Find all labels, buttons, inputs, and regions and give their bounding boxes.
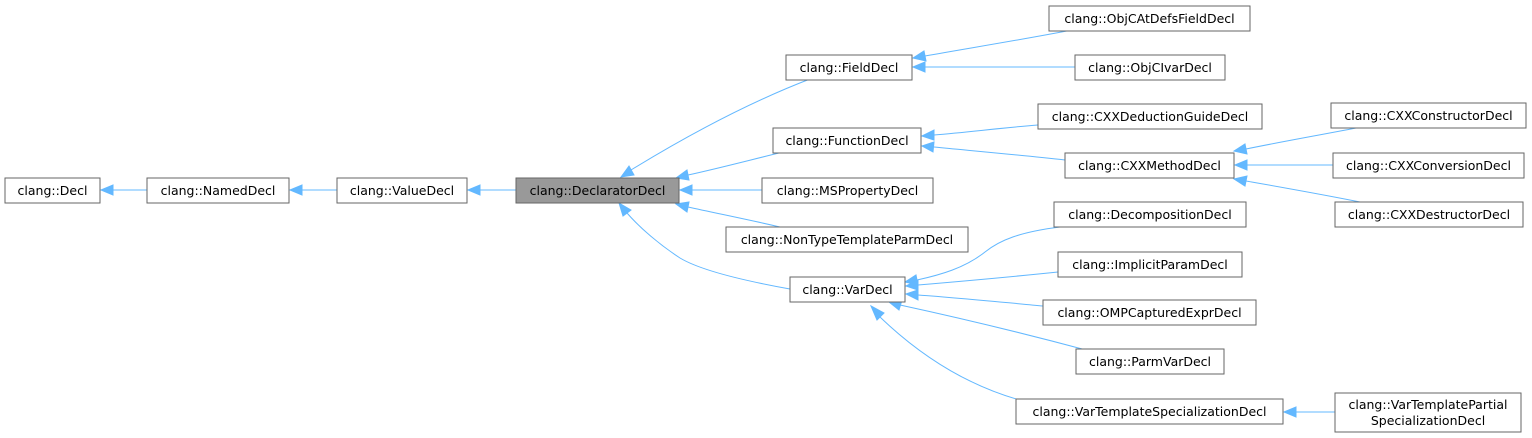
- edge-vartemplatespecializationdecl-vardecl: [879, 316, 1028, 403]
- node-mspropertydecl[interactable]: clang::MSPropertyDecl: [761, 177, 934, 204]
- node-vartemplatepartialspecializationdecl-label-line2: SpecializationDecl: [1371, 413, 1485, 428]
- edge-parmvardecl-vardecl: [899, 304, 1087, 351]
- node-cxxdeductionguidedecl[interactable]: clang::CXXDeductionGuideDecl: [1037, 103, 1263, 130]
- edge-functiondecl-declaratordecl: [687, 151, 784, 176]
- edge-nontypetemplateparmdecl-declaratordecl-arrow: [674, 201, 690, 213]
- node-vartemplatespecializationdecl-label: clang::VarTemplateSpecializationDecl: [1032, 404, 1266, 419]
- node-ompcapturedexprdecl[interactable]: clang::OMPCapturedExprDecl: [1042, 299, 1257, 326]
- node-implicitparamdecl-label: clang::ImplicitParamDecl: [1072, 257, 1228, 272]
- node-fielddecl[interactable]: clang::FieldDecl: [785, 54, 913, 81]
- node-decl-label: clang::Decl: [18, 183, 88, 198]
- node-objcivardecl[interactable]: clang::ObjCIvarDecl: [1074, 54, 1226, 81]
- node-functiondecl-label: clang::FunctionDecl: [785, 133, 908, 148]
- node-cxxmethoddecl-label: clang::CXXMethodDecl: [1078, 158, 1221, 173]
- edge-vartemplatespecializationdecl-vardecl-arrow: [869, 304, 885, 321]
- edge-vardecl-declaratordecl-arrow: [618, 201, 632, 217]
- node-vardecl-label: clang::VarDecl: [802, 282, 892, 297]
- edge-ompcapturedexprdecl-vardecl-arrow: [904, 289, 919, 301]
- node-declaratordecl[interactable]: clang::DeclaratorDecl: [515, 177, 680, 204]
- edge-implicitparamdecl-vardecl-arrow: [904, 279, 919, 291]
- edge-cxxconversiondecl-cxxmethoddecl-arrow: [1233, 159, 1248, 171]
- edge-cxxdeductionguidedecl-functiondecl-arrow: [920, 129, 935, 141]
- node-parmvardecl[interactable]: clang::ParmVarDecl: [1075, 348, 1225, 375]
- node-decl[interactable]: clang::Decl: [4, 177, 101, 204]
- node-cxxconversiondecl[interactable]: clang::CXXConversionDecl: [1332, 152, 1525, 179]
- edge-fielddecl-declaratordecl-arrow: [619, 165, 635, 178]
- node-nontypetemplateparmdecl[interactable]: clang::NonTypeTemplateParmDecl: [725, 226, 969, 253]
- edge-cxxconstructordecl-cxxmethoddecl-arrow: [1232, 143, 1248, 155]
- node-vartemplatespecializationdecl[interactable]: clang::VarTemplateSpecializationDecl: [1015, 398, 1284, 425]
- node-implicitparamdecl[interactable]: clang::ImplicitParamDecl: [1057, 251, 1243, 278]
- edge-cxxmethoddecl-functiondecl-arrow: [920, 141, 935, 153]
- node-vardecl[interactable]: clang::VarDecl: [789, 276, 906, 303]
- edge-nontypetemplateparmdecl-declaratordecl: [687, 206, 781, 228]
- edge-nameddecl-decl-arrow: [99, 184, 114, 196]
- node-mspropertydecl-label: clang::MSPropertyDecl: [777, 183, 919, 198]
- edge-cxxconstructordecl-cxxmethoddecl: [1245, 127, 1357, 150]
- node-functiondecl[interactable]: clang::FunctionDecl: [772, 127, 922, 154]
- edge-cxxmethoddecl-functiondecl: [933, 146, 1066, 161]
- edge-decompositiondecl-vardecl: [916, 226, 1061, 281]
- edge-objcatdefsfielddecl-fielddecl: [924, 29, 1073, 57]
- node-cxxdestructordecl-label: clang::CXXDestructorDecl: [1348, 207, 1510, 222]
- edge-cxxdestructordecl-cxxmethoddecl-arrow: [1232, 175, 1248, 187]
- node-cxxconversiondecl-label: clang::CXXConversionDecl: [1346, 158, 1511, 173]
- node-parmvardecl-label: clang::ParmVarDecl: [1089, 354, 1211, 369]
- node-objcatdefsfielddecl[interactable]: clang::ObjCAtDefsFieldDecl: [1048, 5, 1251, 32]
- node-fielddecl-label: clang::FieldDecl: [800, 60, 899, 75]
- edge-mspropertydecl-declaratordecl-arrow: [678, 184, 693, 196]
- node-valuedecl-label: clang::ValueDecl: [350, 183, 454, 198]
- node-nameddecl-label: clang::NamedDecl: [161, 183, 276, 198]
- node-vartemplatepartialspecializationdecl[interactable]: clang::VarTemplatePartial Specialization…: [1334, 392, 1522, 433]
- node-vartemplatepartialspecializationdecl-label-line1: clang::VarTemplatePartial: [1349, 397, 1508, 412]
- edge-vardecl-declaratordecl: [626, 212, 791, 290]
- edge-objcatdefsfielddecl-fielddecl-arrow: [911, 50, 927, 62]
- node-objcatdefsfielddecl-label: clang::ObjCAtDefsFieldDecl: [1064, 11, 1234, 26]
- edge-implicitparamdecl-vardecl: [917, 271, 1059, 286]
- edge-fielddecl-declaratordecl: [630, 78, 811, 171]
- node-declaratordecl-label: clang::DeclaratorDecl: [530, 183, 666, 198]
- node-cxxdeductionguidedecl-label: clang::CXXDeductionGuideDecl: [1052, 109, 1249, 124]
- edge-valuedecl-nameddecl-arrow: [288, 184, 303, 196]
- node-cxxdestructordecl[interactable]: clang::CXXDestructorDecl: [1334, 201, 1524, 228]
- node-cxxmethoddecl[interactable]: clang::CXXMethodDecl: [1064, 152, 1235, 179]
- node-objcivardecl-label: clang::ObjCIvarDecl: [1088, 60, 1212, 75]
- node-cxxconstructordecl[interactable]: clang::CXXConstructorDecl: [1330, 102, 1527, 129]
- edge-declaratordecl-valuedecl-arrow: [466, 184, 481, 196]
- node-nontypetemplateparmdecl-label: clang::NonTypeTemplateParmDecl: [741, 232, 953, 247]
- node-valuedecl[interactable]: clang::ValueDecl: [336, 177, 468, 204]
- edge-ompcapturedexprdecl-vardecl: [917, 294, 1044, 307]
- node-decompositiondecl[interactable]: clang::DecompositionDecl: [1053, 201, 1247, 228]
- edge-cxxdeductionguidedecl-functiondecl: [933, 124, 1039, 136]
- edge-cxxdestructordecl-cxxmethoddecl: [1245, 180, 1361, 203]
- nodes: clang::Decl clang::NamedDecl clang::Valu…: [4, 5, 1527, 433]
- node-cxxconstructordecl-label: clang::CXXConstructorDecl: [1344, 108, 1512, 123]
- edge-objcivardecl-fielddecl-arrow: [911, 61, 926, 73]
- node-decompositiondecl-label: clang::DecompositionDecl: [1068, 207, 1231, 222]
- node-ompcapturedexprdecl-label: clang::OMPCapturedExprDecl: [1057, 305, 1241, 320]
- node-nameddecl[interactable]: clang::NamedDecl: [146, 177, 290, 204]
- edge-vartemplatepartial-vartemplatespecialization-arrow: [1282, 406, 1297, 418]
